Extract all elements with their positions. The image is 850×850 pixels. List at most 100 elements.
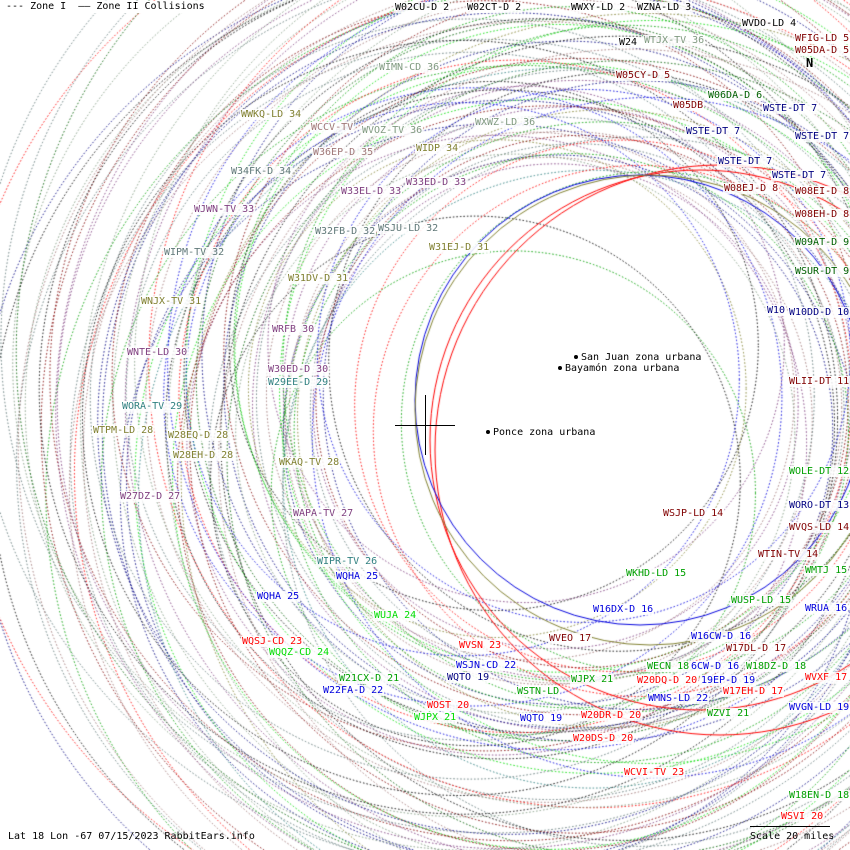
station-label: W31EJ-D 31 xyxy=(428,242,491,253)
station-label: WMTJ 15 xyxy=(804,565,849,576)
station-label: WSVI 20 xyxy=(780,811,825,822)
station-label: WTIN-TV 14 xyxy=(757,549,820,560)
station-label: W05DB xyxy=(672,100,705,111)
station-label: WTJX-TV 36 xyxy=(643,35,706,46)
station-label: WSTN-LD xyxy=(516,686,561,697)
footer-info: Lat 18 Lon -67 07/15/2023 RabbitEars.inf… xyxy=(8,831,255,842)
station-label: WSJU-LD 32 xyxy=(377,223,440,234)
scale-bar xyxy=(750,826,830,827)
station-label: W29EE-D 29 xyxy=(267,377,330,388)
station-label: WQSJ-CD 23 xyxy=(241,636,304,647)
station-label: WSJP-LD 14 xyxy=(662,508,725,519)
station-label: WVXF 17 xyxy=(804,672,849,683)
station-label: W22FA-D 22 xyxy=(322,685,385,696)
station-label: WQTO 19 xyxy=(446,672,491,683)
legend-zone1: --- Zone I xyxy=(6,1,67,12)
station-label: WIDP 34 xyxy=(415,143,460,154)
center-crosshair-icon xyxy=(425,395,426,455)
station-label: WWXY-LD 2 xyxy=(570,2,627,13)
station-label: WVEO 17 xyxy=(548,633,593,644)
station-label: W06DA-D 6 xyxy=(707,90,764,101)
city-ponce: Ponce zona urbana xyxy=(486,427,596,438)
station-label: WQHA 25 xyxy=(335,571,380,582)
station-label: W34FK-D 34 xyxy=(230,166,293,177)
station-label: WAPA-TV 27 xyxy=(292,508,355,519)
station-label: W10DD-D 10 xyxy=(788,307,850,318)
station-label: WVQS-LD 14 xyxy=(788,522,850,533)
station-label: W18EN-D 18 xyxy=(788,790,850,801)
station-label: W20DQ-D 20 xyxy=(636,675,699,686)
station-label: WVGN-LD 19 xyxy=(788,702,850,713)
station-label: WSTE-DT 7 xyxy=(771,170,828,181)
station-label: W32FB-D 32 xyxy=(314,226,377,237)
station-label: W33ED-D 33 xyxy=(405,177,468,188)
station-label: WMNS-LD 22 xyxy=(647,693,710,704)
legend: --- Zone I —— Zone II Collisions xyxy=(6,1,205,13)
north-label: N xyxy=(806,56,814,70)
station-label: WSTE-DT 7 xyxy=(794,131,850,142)
station-label: WSTE-DT 7 xyxy=(717,156,774,167)
station-label: W16DX-D 16 xyxy=(592,604,655,615)
station-label: WORO-DT 13 xyxy=(788,500,850,511)
city-san-juan: San Juan zona urbana xyxy=(574,352,702,363)
station-label: W08EI-D 8 xyxy=(794,186,850,197)
station-label: WNTE-LD 30 xyxy=(126,347,189,358)
station-label: WOST 20 xyxy=(426,700,471,711)
station-label: WJPX 21 xyxy=(413,712,458,723)
station-label: W31DV-D 31 xyxy=(287,273,350,284)
station-label: WVSN 23 xyxy=(458,640,503,651)
station-label: W05DA-D 5 xyxy=(794,45,850,56)
station-label: W28EH-D 28 xyxy=(172,450,235,461)
station-label: WIPM-TV 32 xyxy=(163,247,226,258)
station-label: W10 xyxy=(766,305,787,316)
station-label: WXWZ-LD 36 xyxy=(474,117,537,128)
station-label: WKAQ-TV 28 xyxy=(278,457,341,468)
station-label: W18DZ-D 18 xyxy=(745,661,808,672)
station-label: WWKQ-LD 34 xyxy=(240,109,303,120)
station-label: WRFB 30 xyxy=(271,324,316,335)
station-label: WSTE-DT 7 xyxy=(685,126,742,137)
station-label: W09AT-D 9 xyxy=(794,237,850,248)
station-label: WQTO 19 xyxy=(519,713,564,724)
station-label: WTPM-LD 28 xyxy=(92,425,155,436)
station-label: W08EJ-D 8 xyxy=(723,183,780,194)
station-label: W20DR-D 20 xyxy=(580,710,643,721)
station-label: WRUA 16 xyxy=(804,603,849,614)
station-label: W20DS-D 20 xyxy=(572,733,635,744)
station-label: WQHA 25 xyxy=(256,591,301,602)
station-label: WORA-TV 29 xyxy=(121,401,184,412)
station-label: W17DL-D 17 xyxy=(725,643,788,654)
station-label: W30ED-D 30 xyxy=(267,364,330,375)
station-label: WVDO-LD 4 xyxy=(741,18,798,29)
station-label: W36EP-D 35 xyxy=(312,147,375,158)
city-bayamon: Bayamón zona urbana xyxy=(558,363,680,374)
station-label: WLII-DT 11 xyxy=(788,376,850,387)
station-label: W02CU-D 2 xyxy=(394,2,451,13)
station-label: WJPX 21 xyxy=(570,674,615,685)
station-label: WZVI 21 xyxy=(706,708,751,719)
station-label: W21CX-D 21 xyxy=(338,673,401,684)
station-label: WIMN-CD 36 xyxy=(378,62,441,73)
station-label: 19EP-D 19 xyxy=(700,675,757,686)
station-label: WVOZ-TV 36 xyxy=(361,125,424,136)
station-label: WUJA 24 xyxy=(373,610,418,621)
station-label: WSUR-DT 9 xyxy=(794,266,850,277)
station-label: WUSP-LD 15 xyxy=(730,595,793,606)
station-label: WNJX-TV 31 xyxy=(140,296,203,307)
station-label: WIPR-TV 26 xyxy=(316,556,379,567)
station-label: WKHD-LD 15 xyxy=(625,568,688,579)
legend-zone2: —— Zone II Collisions xyxy=(78,1,205,12)
station-label: W05CY-D 5 xyxy=(615,70,672,81)
station-label: WSTE-DT 7 xyxy=(762,103,819,114)
station-label: W27DZ-D 27 xyxy=(119,491,182,502)
station-label: W08EH-D 8 xyxy=(794,209,850,220)
station-label: WSJN-CD 22 xyxy=(455,660,518,671)
station-label: WECN 18 xyxy=(646,661,691,672)
station-label: WCVI-TV 23 xyxy=(623,767,686,778)
station-label: WOLE-DT 12 xyxy=(788,466,850,477)
station-label: WQQZ-CD 24 xyxy=(268,647,331,658)
station-label: WZNA-LD 3 xyxy=(636,2,693,13)
station-label: W28EQ-D 28 xyxy=(167,430,230,441)
station-label: WJWN-TV 33 xyxy=(193,204,256,215)
